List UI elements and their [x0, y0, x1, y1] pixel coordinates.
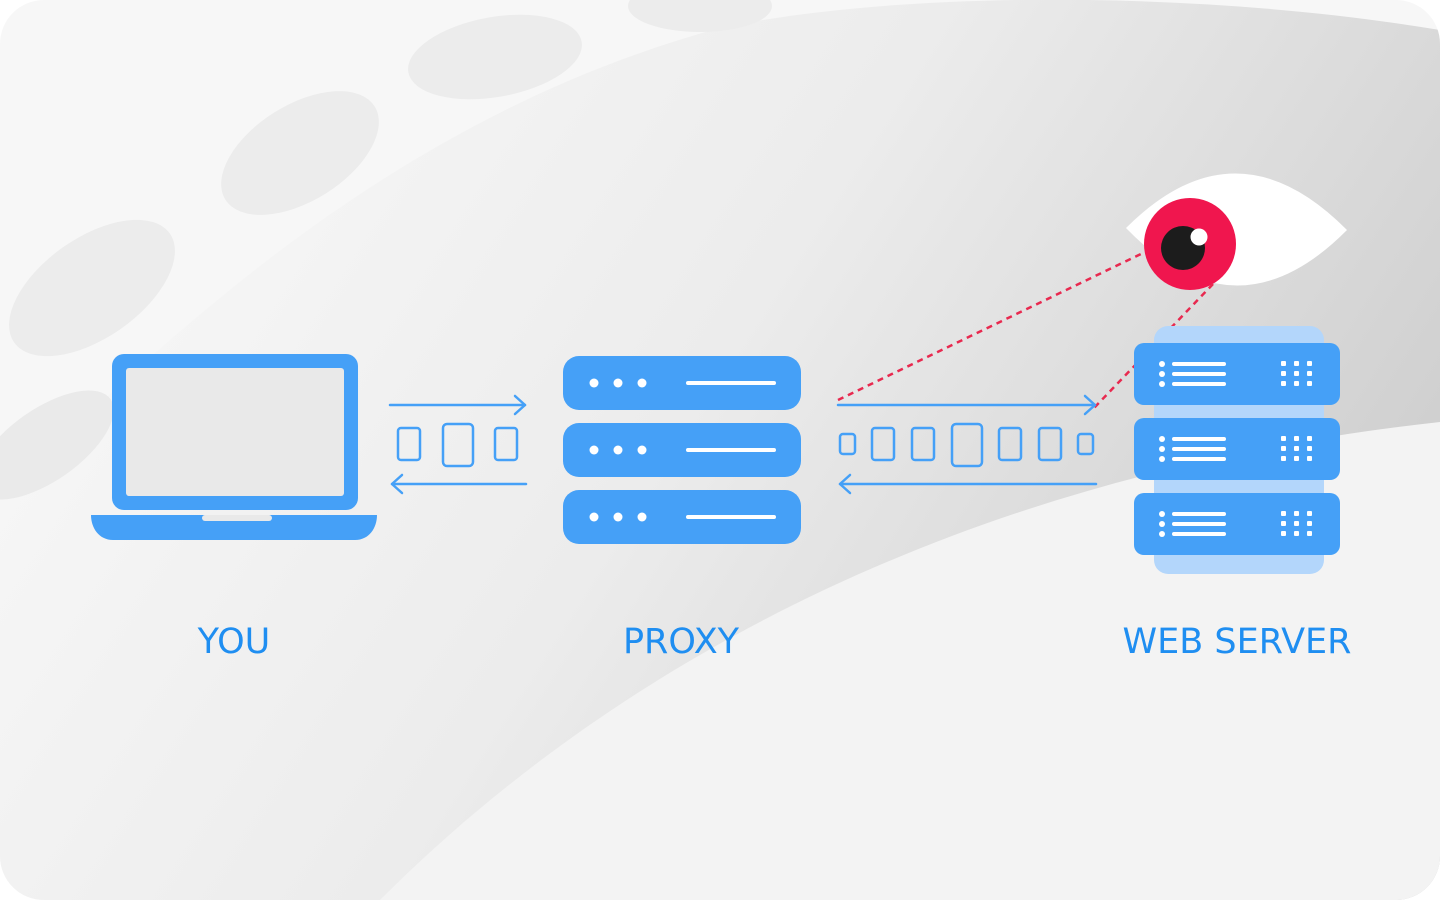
server-unit: [1134, 343, 1340, 405]
connection-proxy-server: [836, 394, 1098, 495]
connection-you-proxy: [388, 394, 528, 495]
server-unit: [1134, 493, 1340, 555]
web-server-icon: [1134, 326, 1340, 574]
proxy-server-icon: [563, 356, 801, 544]
arrow-left-icon: [390, 473, 528, 495]
proxy-unit: [563, 356, 801, 410]
dashed-line-to-proxy: [837, 250, 1146, 402]
arrow-left-icon: [838, 473, 1098, 495]
data-packets: [838, 422, 1095, 468]
proxy-label: PROXY: [622, 622, 740, 662]
server-unit: [1134, 418, 1340, 480]
data-packets: [396, 422, 519, 468]
you-label: YOU: [197, 622, 271, 662]
proxy-unit: [563, 423, 801, 477]
surveillance-lines: [837, 250, 1214, 409]
proxy-unit: [563, 490, 801, 544]
observer-eye-icon: [1126, 173, 1347, 290]
arrow-right-icon: [836, 394, 1097, 416]
laptop-icon: [91, 354, 377, 540]
dashed-line-to-server: [1093, 283, 1214, 409]
web-server-label: WEB SERVER: [1122, 622, 1352, 662]
arrow-right-icon: [388, 394, 527, 416]
